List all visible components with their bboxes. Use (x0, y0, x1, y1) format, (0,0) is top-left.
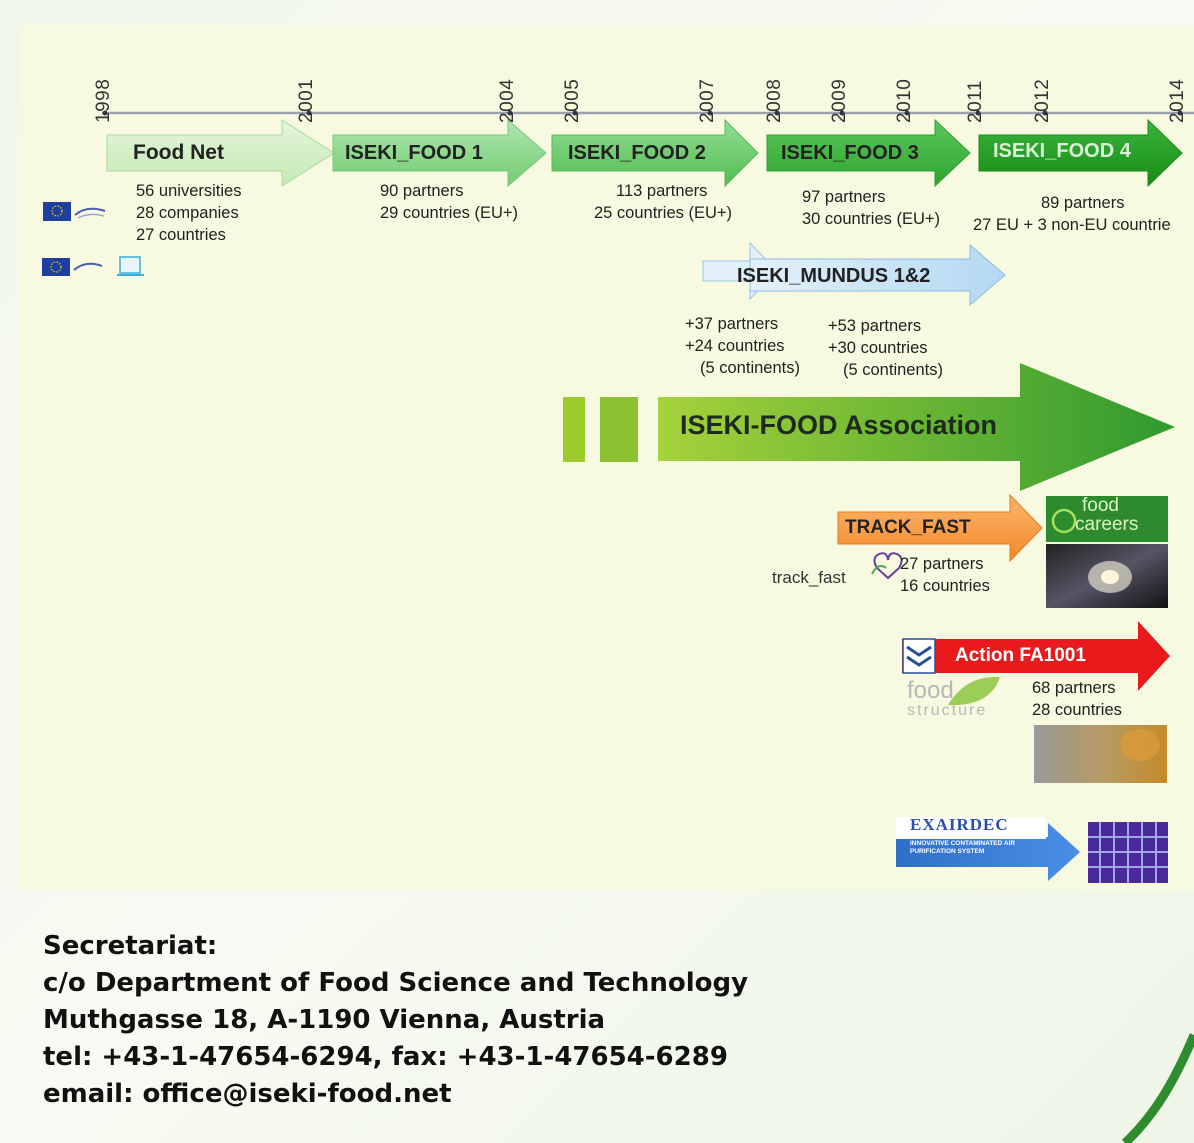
action-fa1001-arrow (902, 621, 1170, 691)
eu-logo-2 (42, 256, 144, 276)
association-label: ISEKI-FOOD Association (680, 410, 998, 440)
exairdec-header (896, 817, 1046, 839)
year-label: 2009 (829, 78, 850, 123)
track-fast-logo-icon (873, 552, 903, 580)
iseki-mundus-2-arrow (749, 243, 1006, 307)
footer-email[interactable]: email: office@iseki-food.net (43, 1079, 452, 1109)
year-label: 2001 (296, 78, 317, 123)
track-fast-label: TRACK_FAST (845, 517, 971, 538)
mundus-1-details: +37 partners+24 countries(5 continents) (685, 315, 800, 377)
iseki-food-3-label: ISEKI_FOOD 3 (781, 142, 919, 164)
food-structure-leaf-icon (948, 676, 1000, 706)
timeline-panel: 1998 2001 2004 2005 2007 2008 2009 2010 … (20, 25, 1194, 890)
action-fa1001-label: Action FA1001 (955, 645, 1086, 666)
year-label: 1998 (93, 78, 114, 123)
association-arrow (658, 363, 1175, 491)
iseki-food-1-arrow (332, 118, 547, 188)
food-net-arrow (106, 119, 335, 187)
food-careers-logo (1046, 496, 1168, 542)
association-bar-2 (600, 397, 638, 462)
iseki-food-2-arrow (551, 118, 759, 188)
iseki-food-4-label: ISEKI_FOOD 4 (993, 140, 1131, 162)
food-careers-text-1: food (1082, 495, 1119, 516)
timeline-ticks (102, 110, 1183, 116)
year-label: 2014 (1167, 78, 1188, 123)
iseki-food-4-arrow (978, 118, 1183, 188)
food-structure-text-1: food (907, 677, 954, 704)
food-net-label: Food Net (133, 141, 224, 164)
iseki-mundus-label: ISEKI_MUNDUS 1&2 (737, 265, 931, 287)
exairdec-subtitle: INNOVATIVE CONTAMINATED AIR PURIFICATION… (910, 840, 1016, 855)
exairdec-label: EXAIRDEC (910, 815, 1009, 834)
food-structure-text-2: structure (907, 702, 988, 719)
track-fast-logo: track_fast (772, 568, 846, 587)
footer-phone: tel: +43-1-47654-6294, fax: +43-1-47654-… (43, 1042, 728, 1072)
timeline-graphics (42, 110, 1194, 883)
track-fast-arrow (837, 493, 1043, 563)
mundus-2-details: +53 partners+30 countries(5 continents) (828, 317, 943, 379)
year-label: 2008 (764, 78, 785, 123)
footer-department: c/o Department of Food Science and Techn… (43, 968, 749, 998)
secretariat-address: Secretariat: c/o Department of Food Scie… (43, 928, 748, 1113)
year-label: 2010 (894, 78, 915, 123)
year-label: 2007 (697, 78, 718, 123)
iseki-food-3-arrow (766, 118, 971, 188)
year-label: 2012 (1032, 78, 1053, 123)
eu-logo-1 (43, 202, 106, 221)
association-bar-1 (563, 397, 585, 462)
iseki-food-1-label: ISEKI_FOOD 1 (345, 142, 483, 164)
year-label: 2005 (562, 78, 583, 123)
iseki-food-2-label: ISEKI_FOOD 2 (568, 142, 706, 164)
green-swoosh (1121, 1033, 1194, 1143)
year-label: 2011 (965, 80, 986, 123)
footer-street: Muthgasse 18, A-1190 Vienna, Austria (43, 1005, 606, 1035)
year-label: 2004 (497, 78, 518, 123)
food-careers-text-2: careers (1075, 514, 1139, 535)
air-filter-image (1088, 822, 1168, 883)
footer-heading: Secretariat: (43, 931, 218, 961)
